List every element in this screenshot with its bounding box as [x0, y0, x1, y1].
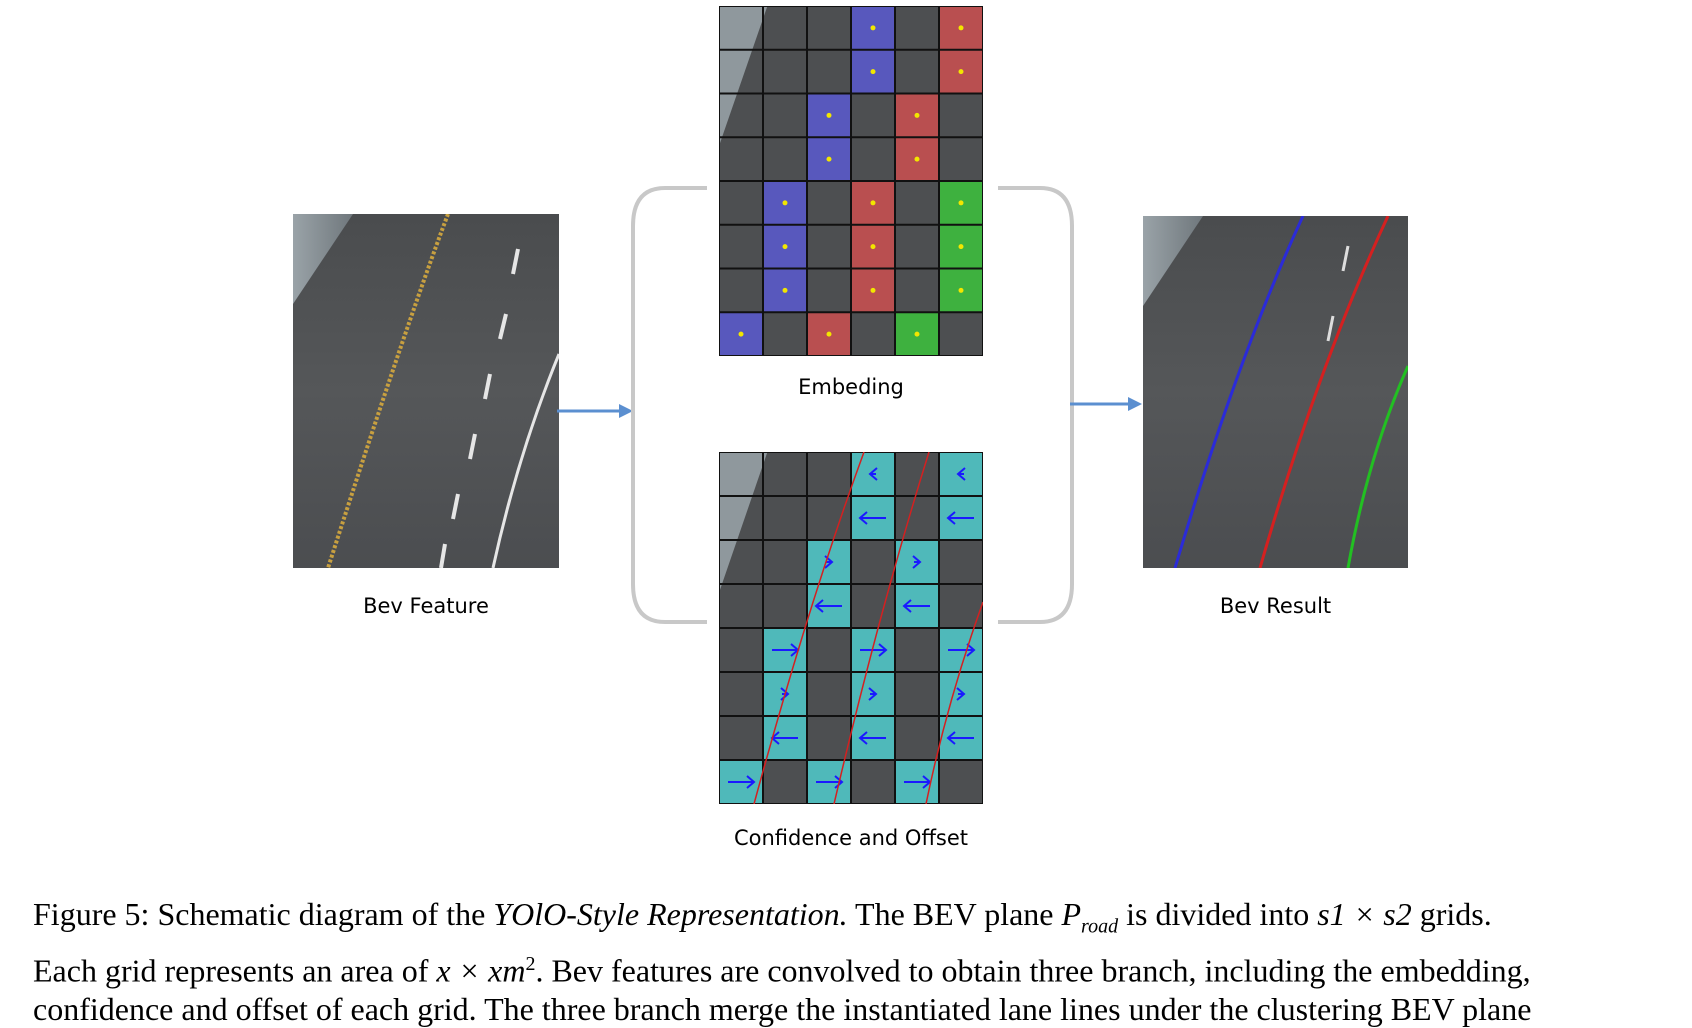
offset-arrow-icon: [902, 599, 930, 613]
arrow-right-icon: [1070, 397, 1142, 411]
offset-arrow-icon: [912, 555, 922, 569]
bev-result-label: Bev Result: [1219, 594, 1332, 618]
embedding-label: Embeding: [798, 375, 904, 399]
bev-feature-image: [293, 214, 559, 568]
offset-arrow-icon: [858, 731, 886, 745]
caption-line-1: Figure 5: Schematic diagram of the YOlO-…: [33, 896, 1492, 938]
grid-center-dot: [782, 200, 788, 206]
lane-curve: [833, 452, 930, 804]
arrow-right-icon: [557, 404, 633, 418]
grid-center-dot: [870, 69, 876, 75]
offset-arrow-icon: [948, 643, 976, 657]
offset-arrow-icon: [816, 775, 844, 789]
grid-center-dot: [914, 331, 920, 337]
grid-center-dot: [958, 287, 964, 293]
grid-center-dot: [738, 331, 744, 337]
grid-center-dot: [870, 200, 876, 206]
grid-center-dot: [870, 25, 876, 31]
grid-center-dot: [914, 112, 920, 118]
bev-result-image: [1143, 216, 1408, 568]
offset-arrow-icon: [858, 511, 886, 525]
offset-arrow-icon: [868, 687, 878, 701]
grid-center-dot: [870, 244, 876, 250]
grid-center-dot: [958, 200, 964, 206]
confidence-offset-grid: [719, 452, 983, 804]
lane-curve: [925, 601, 983, 804]
grid-center-dot: [782, 244, 788, 250]
offset-arrow-icon: [946, 511, 974, 525]
grid-center-dot: [826, 112, 832, 118]
embedding-grid: [719, 6, 983, 356]
offset-arrow-icon: [946, 731, 974, 745]
grid-center-dot: [958, 25, 964, 31]
bev-feature-label: Bev Feature: [363, 594, 489, 618]
grid-center-dot: [914, 156, 920, 162]
caption-line-2: Each grid represents an area of x × xm2.…: [33, 953, 1531, 990]
figure-caption: Figure 5: Schematic diagram of the YOlO-…: [33, 895, 1673, 1028]
confidence-offset-label: Confidence and Offset: [733, 826, 969, 850]
grid-center-dot: [826, 156, 832, 162]
offset-arrow-icon: [814, 599, 842, 613]
offset-arrow-icon: [956, 467, 966, 481]
grid-center-dot: [826, 331, 832, 337]
grid-center-dot: [958, 244, 964, 250]
grid-center-dot: [870, 287, 876, 293]
grid-center-dot: [782, 287, 788, 293]
offset-arrow-icon: [956, 687, 966, 701]
lane-curve: [753, 452, 865, 804]
offset-arrow-icon: [868, 467, 878, 481]
offset-arrow-icon: [728, 775, 756, 789]
caption-line-3: confidence and offset of each grid. The …: [33, 991, 1532, 1028]
grid-center-dot: [958, 69, 964, 75]
